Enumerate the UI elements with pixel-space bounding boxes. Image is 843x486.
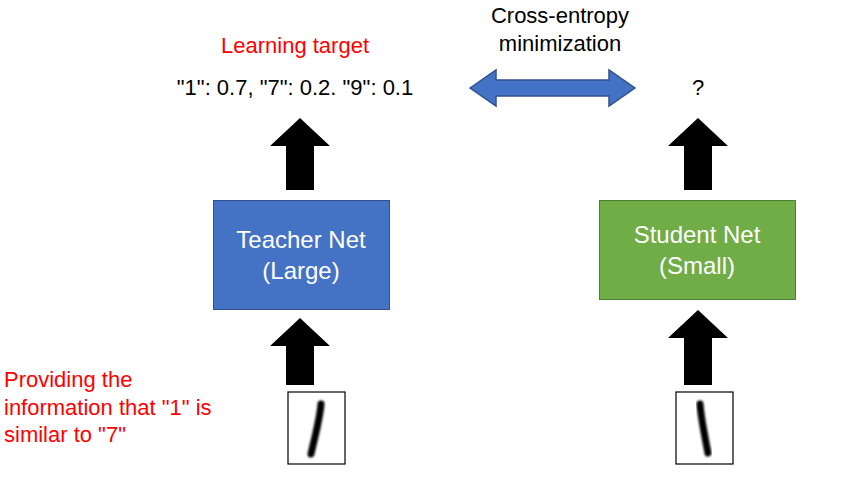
up-arrow (270, 118, 330, 190)
target-heading: Learning target (180, 32, 410, 60)
digit-image (288, 392, 345, 464)
soft-target: "1": 0.7, "7": 0.2. "9": 0.1 (120, 74, 470, 102)
up-arrow (270, 318, 330, 385)
teacher-net-box: Teacher Net (Large) (213, 200, 390, 310)
double-arrow (470, 70, 635, 106)
note: Providing the information that "1" is si… (4, 366, 244, 449)
node-title: Student Net (Small) (622, 219, 772, 281)
loss-label: Cross-entropy minimization (455, 2, 665, 57)
digit-image (676, 392, 733, 464)
node-title: Teacher Net (Large) (226, 224, 376, 286)
up-arrow (668, 310, 728, 385)
up-arrow (668, 118, 728, 190)
student-net-box: Student Net (Small) (599, 200, 796, 300)
student-output: ? (678, 74, 718, 102)
